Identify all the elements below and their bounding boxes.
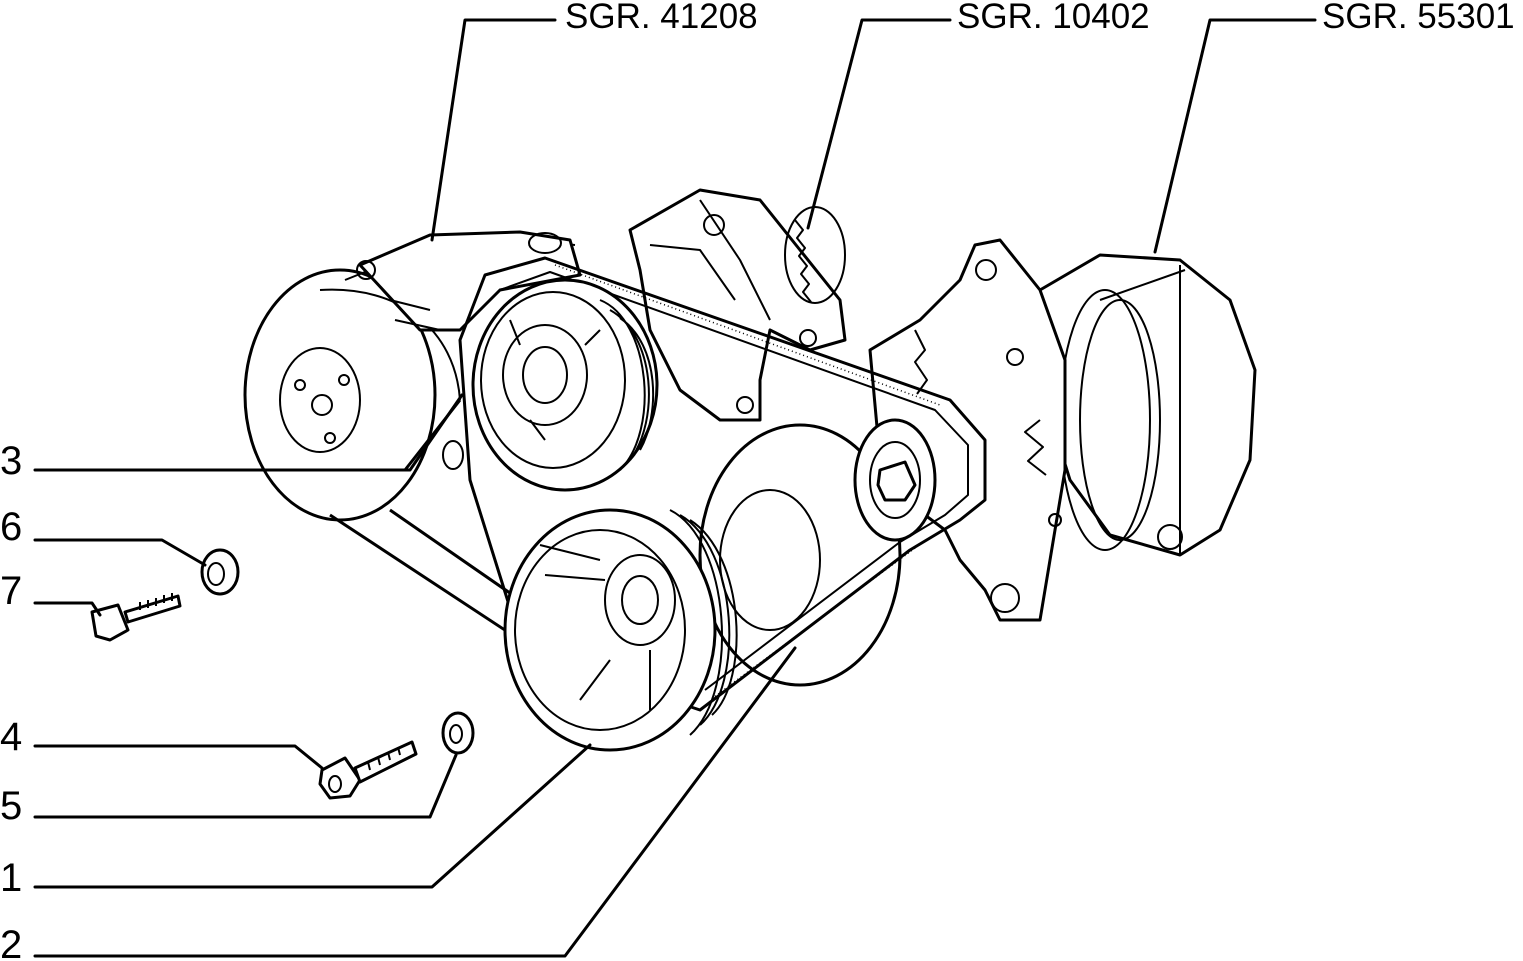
ref-power-steering-pump: SGR. 10402 xyxy=(957,0,1150,36)
callout-7: 7 xyxy=(0,569,22,613)
power-steering-pump xyxy=(628,188,847,422)
screw xyxy=(318,740,418,800)
leader-ref-water-pump xyxy=(430,18,557,242)
washer-lower xyxy=(441,711,475,755)
callout-2: 2 xyxy=(0,923,22,961)
leader-5 xyxy=(33,753,458,819)
leader-3 xyxy=(33,393,464,472)
callout-1: 1 xyxy=(0,856,22,900)
ref-alternator: SGR. 55301 xyxy=(1322,0,1515,36)
callout-3: 3 xyxy=(0,439,22,483)
water-pump xyxy=(243,230,582,522)
leader-ref-ps-pump xyxy=(806,18,952,230)
bolt xyxy=(90,593,182,642)
callout-5: 5 xyxy=(0,784,22,828)
callout-4: 4 xyxy=(0,715,22,759)
alternator xyxy=(868,238,1257,622)
callout-6: 6 xyxy=(0,505,22,549)
crank-pulley xyxy=(503,508,738,752)
leader-2 xyxy=(33,646,797,958)
washer-upper xyxy=(200,548,240,596)
upper-pulley xyxy=(471,278,659,492)
leader-6 xyxy=(33,538,207,567)
leader-1 xyxy=(33,743,592,889)
leader-lines xyxy=(33,18,1317,958)
leader-ref-alternator xyxy=(1153,18,1317,254)
idler-pulley xyxy=(853,418,937,542)
ref-water-pump: SGR. 41208 xyxy=(565,0,758,36)
leader-7 xyxy=(33,601,102,617)
crankshaft-hub xyxy=(698,423,902,687)
leader-4 xyxy=(33,744,324,770)
belt-outer xyxy=(458,256,987,712)
